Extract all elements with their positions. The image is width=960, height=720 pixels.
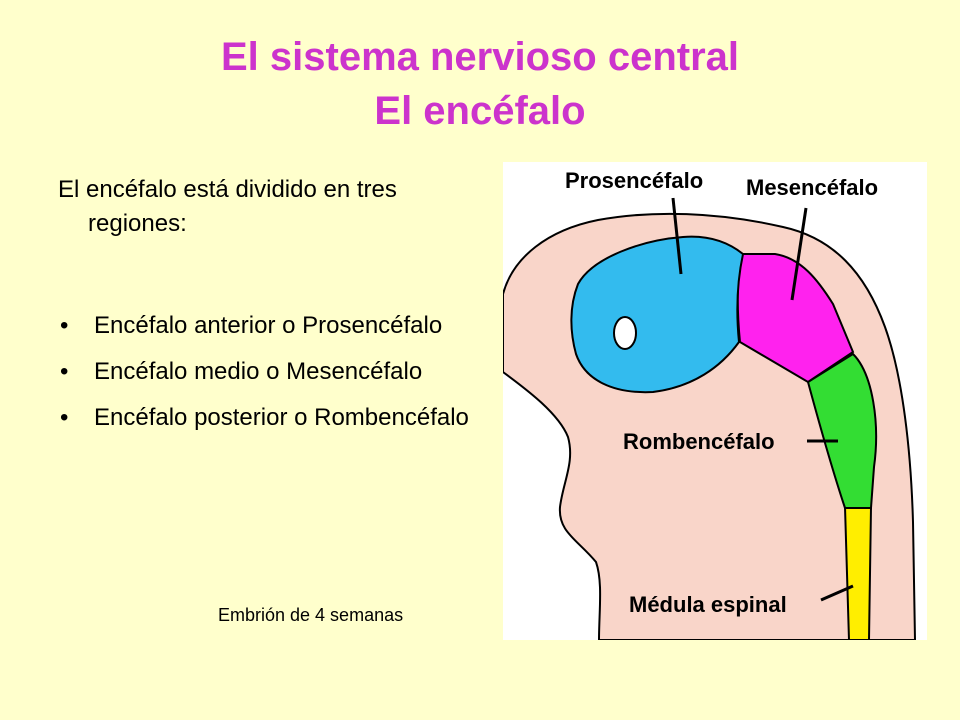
bullet-list: • Encéfalo anterior o Prosencéfalo • Enc…	[58, 309, 478, 435]
embryo-brain-diagram: Prosencéfalo Mesencéfalo Rombencéfalo Mé…	[503, 162, 927, 640]
rombencefalo-region	[806, 352, 878, 509]
title-line-1: El sistema nervioso central	[220, 35, 739, 79]
leader-line-mesencefalo	[790, 207, 808, 301]
bullet-dot: •	[60, 358, 69, 385]
diagram-svg: Prosencéfalo Mesencéfalo Rombencéfalo Mé…	[503, 168, 917, 640]
leader-line-medula	[820, 584, 854, 602]
optic-vesicle-icon	[613, 316, 637, 350]
image-caption: Embrión de 4 semanas	[218, 605, 404, 625]
title-line-2: El encéfalo	[374, 89, 586, 133]
bullet-dot: •	[60, 404, 69, 431]
bullet-item-mesencefalo: • Encéfalo medio o Mesencéfalo	[58, 355, 478, 389]
bullet-dot: •	[60, 312, 69, 339]
label-prosencefalo: Prosencéfalo	[565, 168, 703, 193]
medula-espinal-region	[843, 506, 873, 640]
leader-line-prosencefalo	[671, 197, 683, 275]
text-panel: El encéfalo está dividido en tres region…	[58, 173, 478, 447]
prosencefalo-region	[570, 235, 745, 394]
bullet-item-prosencefalo: • Encéfalo anterior o Prosencéfalo	[58, 309, 478, 343]
bullet-text: Encéfalo posterior o Rombencéfalo	[94, 404, 469, 431]
label-medula: Médula espinal	[629, 592, 787, 617]
bullet-text: Encéfalo medio o Mesencéfalo	[94, 358, 423, 385]
label-mesencefalo: Mesencéfalo	[746, 175, 878, 200]
intro-text: El encéfalo está dividido en tres region…	[58, 176, 397, 237]
bullet-item-rombencefalo: • Encéfalo posterior o Rombencéfalo	[58, 401, 478, 435]
bullet-text: Encéfalo anterior o Prosencéfalo	[94, 312, 443, 339]
label-rombencefalo: Rombencéfalo	[623, 429, 775, 454]
slide-title: El sistema nervioso central El encéfalo	[0, 30, 960, 138]
spacer	[58, 241, 478, 309]
